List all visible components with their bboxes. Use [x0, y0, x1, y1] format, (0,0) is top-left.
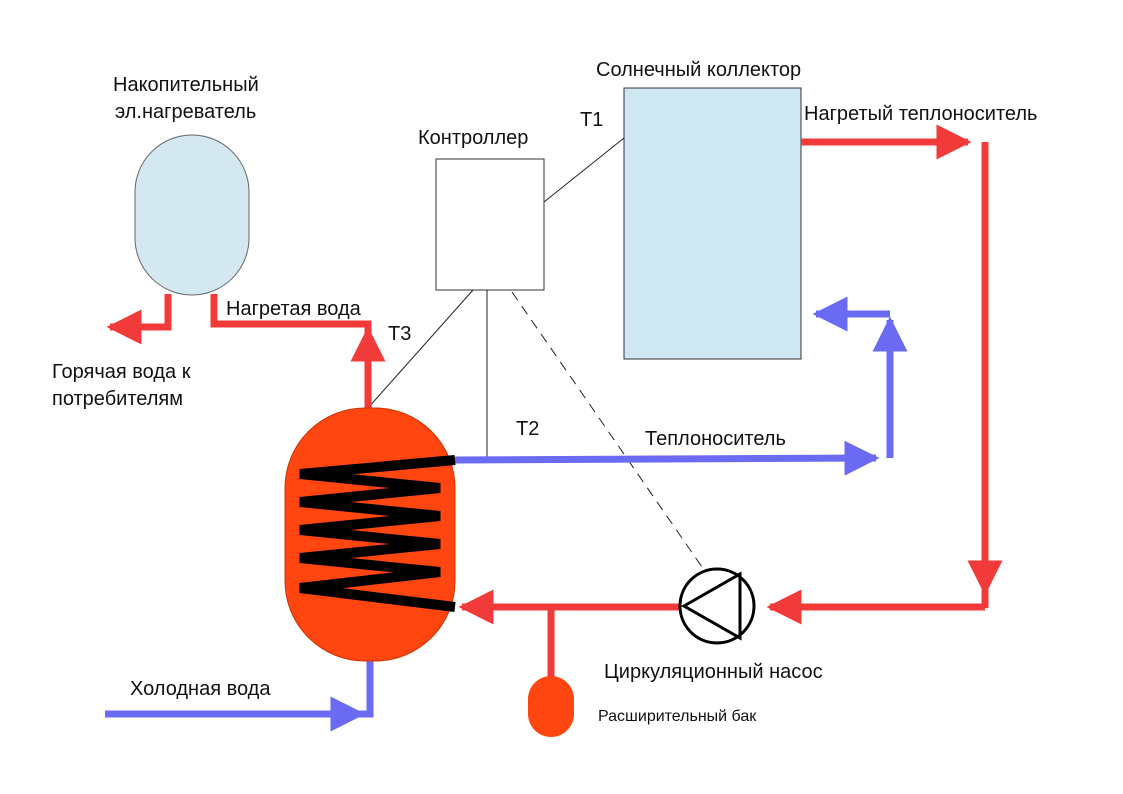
- coolant-label: Теплоноситель: [645, 428, 786, 450]
- sensor-wire-t1: [543, 137, 625, 203]
- heater-label-line2: эл.нагреватель: [115, 101, 256, 123]
- sensor-t1-label: T1: [580, 109, 603, 131]
- cold-water-pipe: [105, 658, 374, 718]
- controller-label: Контроллер: [418, 127, 528, 149]
- circulation-pump-label: Циркуляционный насос: [604, 661, 823, 683]
- solar-collector-panel: [623, 87, 802, 360]
- hot-water-outlet-pipe: [106, 294, 172, 345]
- circulation-pump: [678, 567, 756, 645]
- expansion-tank: [528, 676, 574, 737]
- heated-coolant-label: Нагретый теплоноситель: [804, 103, 1037, 125]
- sensor-t3-label: T3: [388, 323, 411, 345]
- solar-collector-label: Солнечный коллектор: [596, 59, 801, 81]
- heated-water-label: Нагретая вода: [226, 298, 362, 320]
- hot-water-label-line2: потребителям: [52, 388, 183, 410]
- coolant-return-pipe: [454, 440, 880, 476]
- controller-box: [435, 158, 545, 291]
- heater-label-line1: Накопительный: [113, 74, 259, 96]
- hot-water-label-line1: Горячая вода к: [52, 361, 191, 383]
- cold-water-label: Холодная вода: [130, 678, 271, 700]
- heat-exchanger-coil: [299, 455, 456, 612]
- heated-water-pipe: [210, 294, 372, 340]
- electric-storage-heater: [134, 134, 250, 296]
- pump-control-wire: [511, 291, 703, 568]
- sensor-t2-label: T2: [516, 418, 539, 440]
- expansion-tank-label: Расширительный бак: [598, 708, 757, 725]
- sensor-wire-t3: [367, 289, 474, 409]
